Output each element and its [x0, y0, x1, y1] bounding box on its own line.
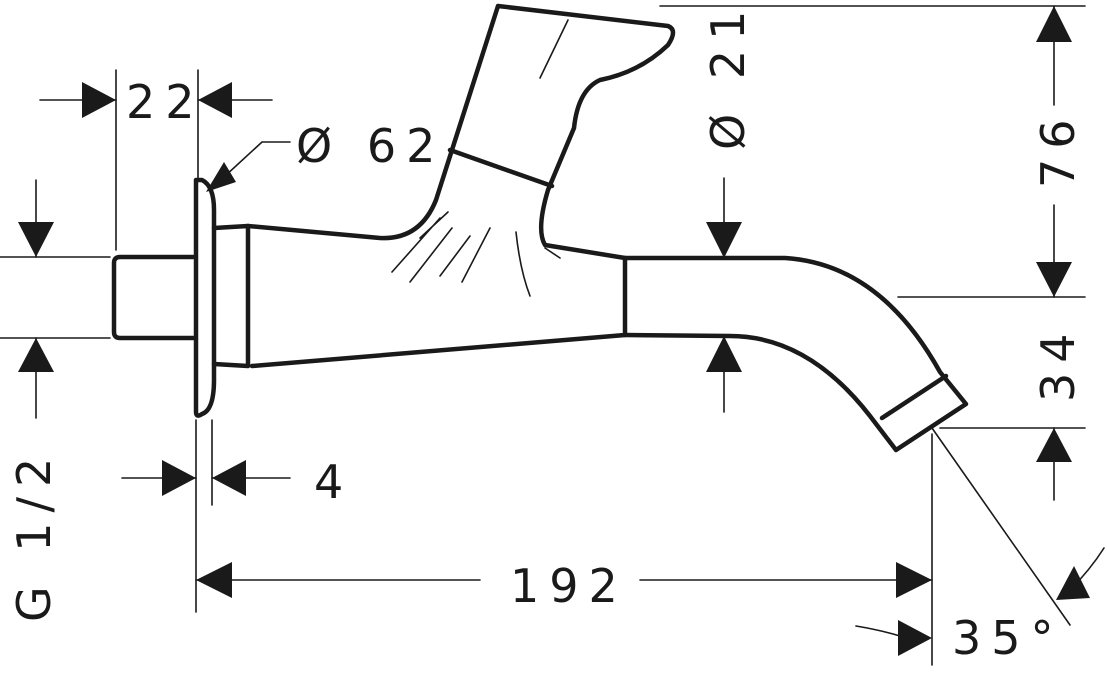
label-34: 34 [1031, 323, 1085, 402]
label-4: 4 [314, 455, 353, 509]
dimension-labels: 22 Ø 62 4 192 35° G 1/2 Ø 21 76 34 [7, 1, 1085, 665]
dim-192-arrow-left [196, 562, 232, 598]
handle-grip-band [447, 147, 555, 189]
dimension-lines [0, 5, 1105, 666]
aerator-ring [879, 373, 949, 421]
extension-lines [0, 5, 1086, 666]
rosette-plate [193, 177, 217, 418]
label-rosette-diameter: Ø 62 [296, 119, 445, 173]
dim-angle-arrow-left [898, 620, 932, 656]
dim-22-arrow-left [82, 82, 116, 118]
label-192: 192 [510, 559, 628, 613]
handle-detail-line [539, 19, 569, 79]
body-neck [211, 223, 251, 369]
dim-192-arrow-right [896, 562, 932, 598]
body-shading [391, 211, 561, 297]
label-spout-diameter: Ø 21 [701, 1, 755, 150]
dim-4-arrow-right [212, 460, 246, 496]
dim-22-arrow-right [198, 82, 232, 118]
dim-angle-arrow-right [1056, 566, 1090, 600]
dim-4-arrow-left [162, 460, 196, 496]
dim-76-arrow-top [1036, 6, 1072, 42]
dim-21-arrow-bottom [706, 336, 742, 372]
label-thread: G 1/2 [7, 448, 61, 622]
faucet-body [111, 3, 969, 453]
dim-62-arrow [206, 162, 236, 192]
connection-nut [111, 254, 196, 341]
faucet-housing [245, 3, 676, 369]
label-angle: 35° [952, 611, 1064, 665]
dim-21-arrow-top [706, 222, 742, 258]
dim-34-arrow-bottom [1036, 428, 1072, 462]
spout [622, 255, 969, 453]
label-76: 76 [1031, 109, 1085, 188]
label-22: 22 [126, 75, 205, 129]
dim-76-arrow-bottom [1036, 262, 1072, 297]
dim-thread-arrow-bottom [18, 338, 54, 372]
dim-thread-arrow-top [18, 222, 54, 257]
